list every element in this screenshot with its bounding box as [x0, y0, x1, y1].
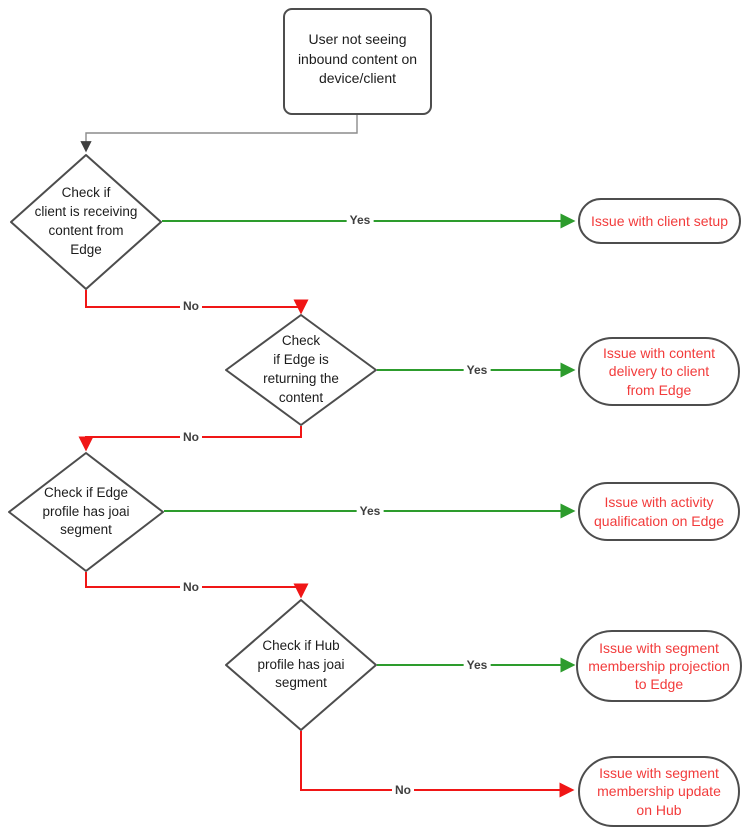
edge-label-no-4: No [392, 783, 414, 797]
decision-diamond-1 [10, 154, 162, 290]
outcome-activity-qualification: Issue with activity qualification on Edg… [578, 482, 740, 541]
edge-no-4 [300, 731, 575, 798]
outcome-membership-update: Issue with segment membership update on … [578, 756, 740, 827]
edge-label-no-2: No [180, 430, 202, 444]
decision-3-label: Check if Edge profile has joai segment [42, 484, 130, 538]
decision-diamond-4 [225, 599, 377, 731]
decision-1-label: Check if client is receiving content fro… [34, 185, 138, 257]
edge-label-yes-2: Yes [463, 363, 491, 377]
outcome-membership-projection: Issue with segment membership projection… [576, 630, 742, 702]
edge-label-yes-1: Yes [346, 213, 374, 227]
outcome-content-delivery: Issue with content delivery to client fr… [578, 337, 740, 406]
outcome-client-setup: Issue with client setup [578, 198, 741, 244]
connector-start-to-decision1 [80, 115, 358, 153]
decision-diamond-2 [225, 314, 377, 426]
edge-label-yes-3: Yes [356, 504, 384, 518]
decision-2-label: Check if Edge is returning the content [263, 333, 339, 405]
edge-label-no-3: No [180, 580, 202, 594]
edge-label-no-1: No [180, 299, 202, 313]
decision-4-label: Check if Hub profile has joai segment [257, 637, 345, 691]
decision-diamond-3 [8, 452, 164, 572]
edge-label-yes-4: Yes [463, 658, 491, 672]
start-node: User not seeing inbound content on devic… [283, 8, 432, 115]
